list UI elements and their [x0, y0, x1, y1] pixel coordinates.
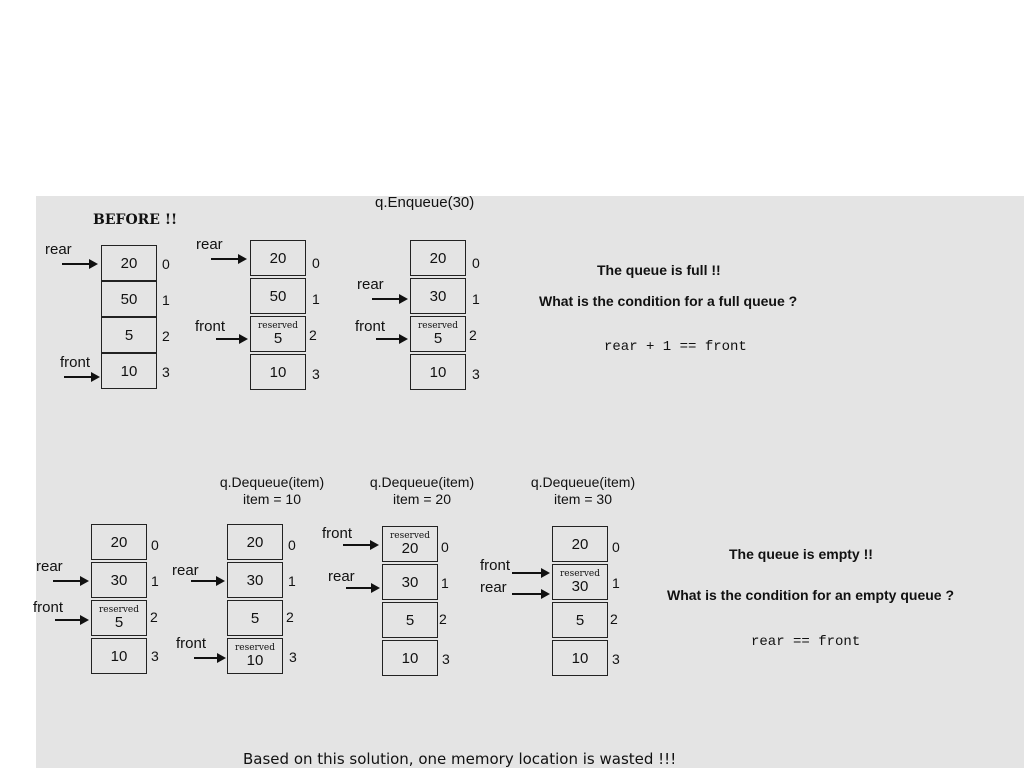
- queue-cell-0: 20: [227, 524, 283, 560]
- dequeue-op-label: q.Dequeue(item)item = 20: [369, 474, 475, 507]
- index-label: 1: [288, 573, 296, 589]
- index-label: 2: [150, 609, 158, 625]
- footer-note: Based on this solution, one memory locat…: [243, 750, 677, 768]
- queue-cell-1: 30: [91, 562, 147, 598]
- before-title: BEFORE !!: [93, 212, 178, 228]
- front-pointer-arrow: [376, 334, 408, 344]
- queue-cell-2: 5: [101, 317, 157, 353]
- front-label: front: [176, 635, 207, 652]
- queue-cell-3: 10: [101, 353, 157, 389]
- rear-label: rear: [480, 579, 507, 596]
- dequeue-op-label: q.Dequeue(item)item = 30: [530, 474, 636, 507]
- index-label: 2: [469, 327, 477, 343]
- queue-cell-0: 20: [552, 526, 608, 562]
- queue-full-message: The queue is full !!: [597, 262, 721, 278]
- index-label: 1: [441, 575, 449, 591]
- front-pointer-arrow: [55, 615, 89, 625]
- queue-cell-1: 30: [382, 564, 438, 600]
- index-label: 2: [309, 327, 317, 343]
- rear-label: rear: [196, 236, 223, 253]
- empty-condition-expression: rear == front: [751, 634, 861, 650]
- rear-label: rear: [36, 558, 63, 575]
- queue-cell-0: 20: [410, 240, 466, 276]
- queue-empty-message: The queue is empty !!: [729, 546, 873, 562]
- queue-cell-3: 10: [250, 354, 306, 390]
- front-pointer-arrow: [512, 568, 550, 578]
- full-condition-expression: rear + 1 == front: [604, 339, 747, 355]
- enqueue-op-label: q.Enqueue(30): [375, 194, 475, 211]
- front-label: front: [480, 557, 511, 574]
- rear-pointer-arrow: [372, 294, 408, 304]
- index-label: 0: [312, 255, 320, 271]
- queue-cell-1: 50: [250, 278, 306, 314]
- index-label: 2: [439, 611, 447, 627]
- index-label: 3: [312, 366, 320, 382]
- queue-cell-2: 5: [382, 602, 438, 638]
- rear-label: rear: [45, 241, 72, 258]
- rear-pointer-arrow: [346, 583, 380, 593]
- empty-condition-question: What is the condition for an empty queue…: [667, 587, 955, 603]
- queue-cell-3: 10: [382, 640, 438, 676]
- index-label: 1: [472, 291, 480, 307]
- queue-cell-1: 30: [410, 278, 466, 314]
- index-label: 3: [162, 364, 170, 380]
- index-label: 3: [472, 366, 480, 382]
- queue-cell-0: 20: [91, 524, 147, 560]
- index-label: 1: [151, 573, 159, 589]
- front-label: front: [322, 525, 353, 542]
- front-label: front: [195, 318, 226, 335]
- index-label: 1: [162, 292, 170, 308]
- index-label: 0: [441, 539, 449, 555]
- index-label: 2: [610, 611, 618, 627]
- index-label: 0: [612, 539, 620, 555]
- index-label: 0: [151, 537, 159, 553]
- front-label: front: [33, 599, 64, 616]
- rear-pointer-arrow: [512, 589, 550, 599]
- index-label: 0: [472, 255, 480, 271]
- queue-cell-0: 20: [101, 245, 157, 281]
- front-pointer-arrow: [216, 334, 248, 344]
- dequeue-op-label: q.Dequeue(item)item = 10: [219, 474, 325, 507]
- rear-label: rear: [357, 276, 384, 293]
- rear-label: rear: [328, 568, 355, 585]
- index-label: 3: [289, 649, 297, 665]
- front-label: front: [355, 318, 386, 335]
- index-label: 3: [151, 648, 159, 664]
- rear-pointer-arrow: [191, 576, 225, 586]
- rear-pointer-arrow: [62, 259, 98, 269]
- front-label: front: [60, 354, 91, 371]
- index-label: 1: [312, 291, 320, 307]
- queue-cell-3: 10: [552, 640, 608, 676]
- index-label: 3: [612, 651, 620, 667]
- queue-cell-2: 5: [227, 600, 283, 636]
- queue-cell-0: 20: [250, 240, 306, 276]
- queue-cell-3: 10: [410, 354, 466, 390]
- front-pointer-arrow: [343, 540, 379, 550]
- rear-label: rear: [172, 562, 199, 579]
- rear-pointer-arrow: [211, 254, 247, 264]
- full-condition-question: What is the condition for a full queue ?: [539, 293, 798, 309]
- front-pointer-arrow: [64, 372, 100, 382]
- queue-cell-1: 50: [101, 281, 157, 317]
- queue-cell-2: 5: [552, 602, 608, 638]
- front-pointer-arrow: [194, 653, 226, 663]
- diagram-panel: [36, 196, 1024, 768]
- index-label: 3: [442, 651, 450, 667]
- index-label: 0: [288, 537, 296, 553]
- index-label: 2: [286, 609, 294, 625]
- queue-cell-3: 10: [91, 638, 147, 674]
- rear-pointer-arrow: [53, 576, 89, 586]
- index-label: 0: [162, 256, 170, 272]
- queue-cell-1: 30: [227, 562, 283, 598]
- index-label: 1: [612, 575, 620, 591]
- index-label: 2: [162, 328, 170, 344]
